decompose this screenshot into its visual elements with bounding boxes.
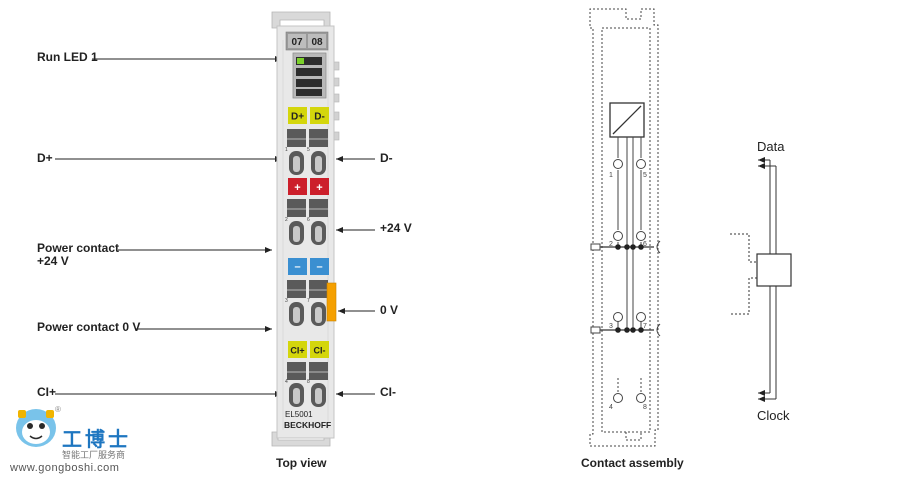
tag-minus-right-text: – bbox=[316, 261, 322, 273]
tag-plus-left bbox=[288, 178, 307, 195]
contact-number: 2 bbox=[609, 241, 613, 248]
tag-minus-right bbox=[310, 258, 329, 275]
tag-ci-minus bbox=[310, 341, 329, 358]
module-terminal-number: 7 bbox=[307, 298, 310, 304]
module-terminal-number: 2 bbox=[285, 217, 288, 223]
contact-number: 4 bbox=[609, 404, 613, 411]
module-terminal-number: 1 bbox=[285, 147, 288, 153]
label-power-contact-24v-line2: +24 V bbox=[37, 254, 69, 268]
terminal-module bbox=[271, 11, 340, 447]
terminal-pair-4-8 bbox=[287, 362, 328, 407]
label-d-minus: D- bbox=[380, 151, 393, 165]
terminal-pair-1-5 bbox=[287, 129, 328, 175]
tag-d-minus-text: D- bbox=[314, 112, 325, 123]
channel-label-right: 08 bbox=[311, 37, 323, 48]
terminal-pair-2-6 bbox=[287, 199, 328, 245]
module-model: EL5001 bbox=[285, 410, 313, 419]
watermark-brand: 工博士 bbox=[62, 427, 131, 451]
module-brand: BECKHOFF bbox=[284, 420, 331, 430]
module-terminal-number: 3 bbox=[285, 298, 288, 304]
label-ci-plus: CI+ bbox=[37, 385, 57, 399]
contact-number: 6 bbox=[643, 241, 647, 248]
contact-number: 8 bbox=[643, 404, 647, 411]
tag-d-plus-text: D+ bbox=[291, 112, 304, 123]
label-plus24v: +24 V bbox=[380, 221, 412, 235]
channel-label-left: 07 bbox=[291, 37, 303, 48]
tag-minus-left-text: – bbox=[294, 261, 300, 273]
contact-number: 5 bbox=[643, 172, 647, 179]
watermark-url: www.gongboshi.com bbox=[10, 462, 120, 474]
contact-outline bbox=[589, 8, 659, 447]
caption-top-view: Top view bbox=[276, 456, 327, 470]
contact-number: 1 bbox=[609, 172, 613, 179]
watermark-slogan: 智能工厂服务商 bbox=[62, 451, 126, 461]
caption-contact-assembly: Contact assembly bbox=[581, 456, 684, 470]
label-data: Data bbox=[757, 139, 785, 154]
module-terminal-number: 5 bbox=[307, 147, 310, 153]
tag-ci-plus-text: CI+ bbox=[290, 346, 304, 356]
run-led bbox=[296, 57, 322, 65]
tag-plus-left-text: + bbox=[294, 182, 300, 194]
label-run-led: Run LED 1 bbox=[37, 50, 98, 64]
tag-d-minus bbox=[310, 107, 329, 124]
top-clip bbox=[271, 11, 331, 29]
module-terminal-number: 8 bbox=[307, 379, 310, 385]
watermark-registered: ® bbox=[55, 405, 61, 414]
contact-number: 7 bbox=[643, 323, 647, 330]
tag-ci-plus bbox=[288, 341, 307, 358]
tag-plus-right bbox=[310, 178, 329, 195]
label-power-contact-0v: Power contact 0 V bbox=[37, 320, 141, 334]
label-0v: 0 V bbox=[380, 303, 399, 317]
signal-block bbox=[756, 253, 792, 287]
tag-minus-left bbox=[288, 258, 307, 275]
leader-lines bbox=[55, 56, 375, 397]
module-terminal-number: 6 bbox=[307, 217, 310, 223]
label-ci-minus: CI- bbox=[380, 385, 396, 399]
contact-number: 3 bbox=[609, 323, 613, 330]
tag-d-plus bbox=[288, 107, 307, 124]
signal-symbol bbox=[730, 157, 792, 402]
contact-assembly bbox=[589, 8, 661, 447]
watermark-mascot-icon bbox=[16, 409, 56, 447]
module-terminal-number: 4 bbox=[285, 379, 288, 385]
tag-plus-right-text: + bbox=[316, 182, 322, 194]
label-clock: Clock bbox=[757, 408, 790, 423]
terminal-pair-3-7 bbox=[287, 280, 328, 326]
power-contact-0v bbox=[326, 282, 337, 322]
label-d-plus: D+ bbox=[37, 151, 53, 165]
label-power-contact-24v-line1: Power contact bbox=[37, 241, 120, 255]
tag-ci-minus-text: CI- bbox=[314, 346, 326, 356]
